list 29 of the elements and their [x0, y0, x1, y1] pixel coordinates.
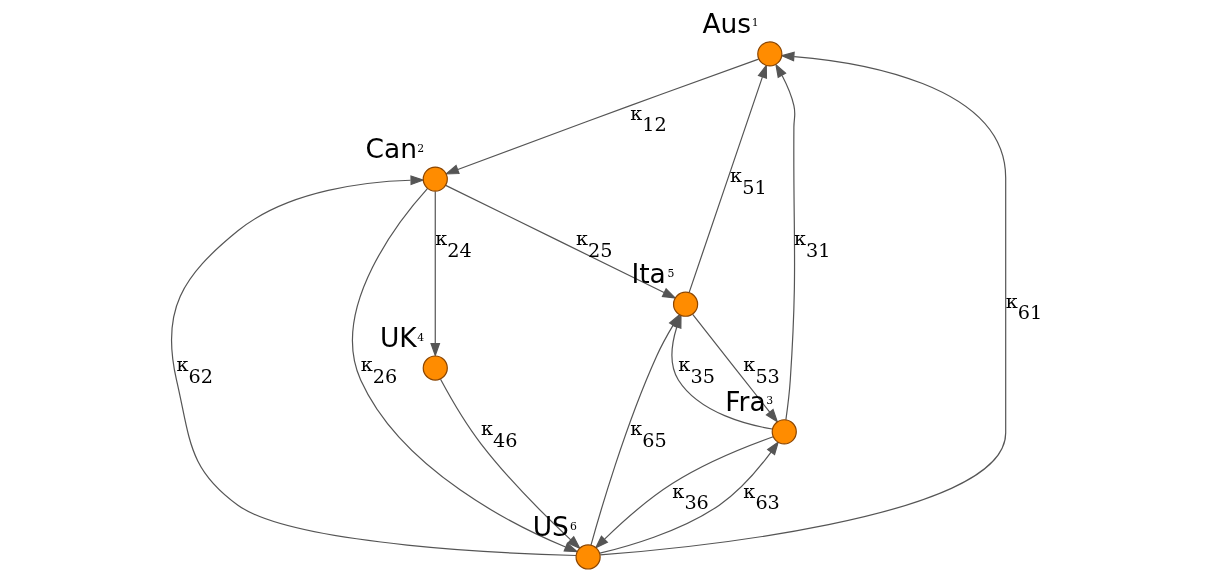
- arrow: [688, 63, 768, 294]
- node-label: 4: [417, 330, 425, 344]
- arrow: [444, 58, 760, 175]
- node-circle: [422, 355, 448, 381]
- arrow: [430, 190, 441, 358]
- node-label: 5: [667, 266, 675, 280]
- node-label: 2: [417, 141, 425, 155]
- node-label: UK: [379, 322, 417, 354]
- arrow: [439, 378, 582, 550]
- arrow: [445, 184, 677, 299]
- arrow: [692, 313, 779, 424]
- arrow: [671, 313, 773, 430]
- arrow: [351, 187, 579, 553]
- node-label: US: [532, 511, 569, 543]
- node-circle: [422, 166, 448, 192]
- arrow: [170, 175, 577, 557]
- node-label: 3: [766, 394, 774, 408]
- node-label: Aus: [702, 7, 752, 39]
- node-label: 1: [751, 16, 759, 30]
- node-circle: [575, 544, 601, 570]
- node-label: Can: [365, 133, 417, 165]
- node-label: Ita: [631, 258, 666, 290]
- node-label: Fra: [725, 385, 766, 417]
- node-label: 6: [570, 519, 577, 533]
- node-circle: [771, 419, 797, 445]
- node-circle: [672, 291, 699, 317]
- arrow: [775, 63, 796, 421]
- node-circle: [757, 41, 783, 67]
- arrow: [599, 51, 1007, 556]
